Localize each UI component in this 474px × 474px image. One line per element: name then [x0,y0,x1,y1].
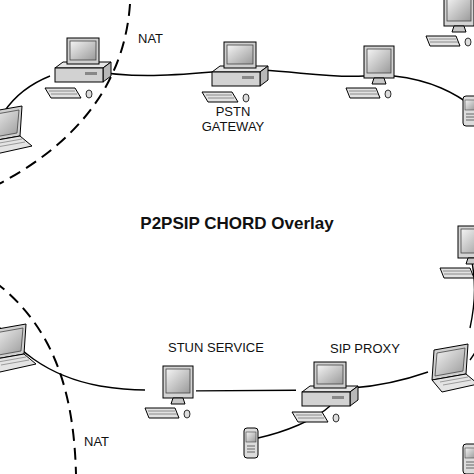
computer-node: PSTN GATEWAY [200,38,266,102]
computer-node: SIP PROXY [296,360,356,420]
ring-link [196,389,296,391]
diagram-title: P2PSIP CHORD Overlay [0,214,474,234]
nat-label: NAT [138,31,163,46]
computer-node: STUN SERVICE [142,362,196,420]
node-label: PSTN GATEWAY [192,104,274,134]
node-label: STUN SERVICE [168,340,264,355]
node-label: SIP PROXY [330,341,400,356]
nat-label: NAT [84,434,109,449]
